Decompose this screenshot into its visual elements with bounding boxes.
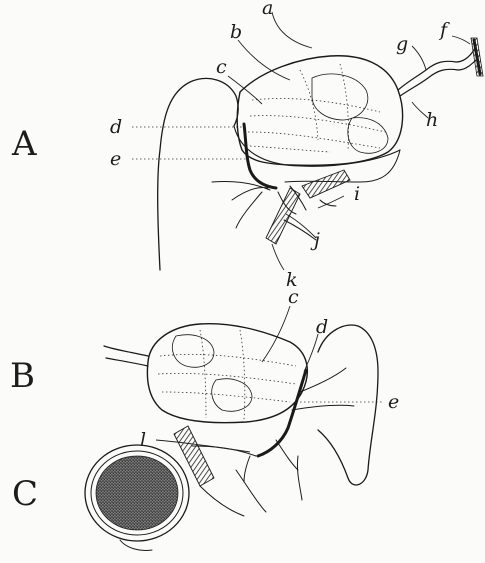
label-b-l: l — [140, 429, 146, 451]
label-a-a: a — [262, 0, 273, 19]
label-a-f: f — [438, 19, 450, 41]
label-b-c: c — [288, 286, 299, 308]
label-a-c: c — [216, 56, 227, 78]
panel-letter-c: C — [12, 474, 38, 514]
label-a-g: g — [396, 33, 408, 55]
label-b-d: d — [316, 316, 328, 338]
label-a-j: j — [310, 229, 320, 251]
label-a-e: e — [110, 148, 121, 170]
panel-letter-b: B — [10, 356, 35, 396]
label-a-i: i — [354, 183, 360, 205]
label-b-e: e — [388, 391, 399, 413]
panel-letter-a: A — [11, 124, 37, 164]
label-a-h: h — [426, 109, 438, 131]
label-a-d: d — [110, 116, 122, 138]
label-a-b: b — [230, 21, 242, 43]
